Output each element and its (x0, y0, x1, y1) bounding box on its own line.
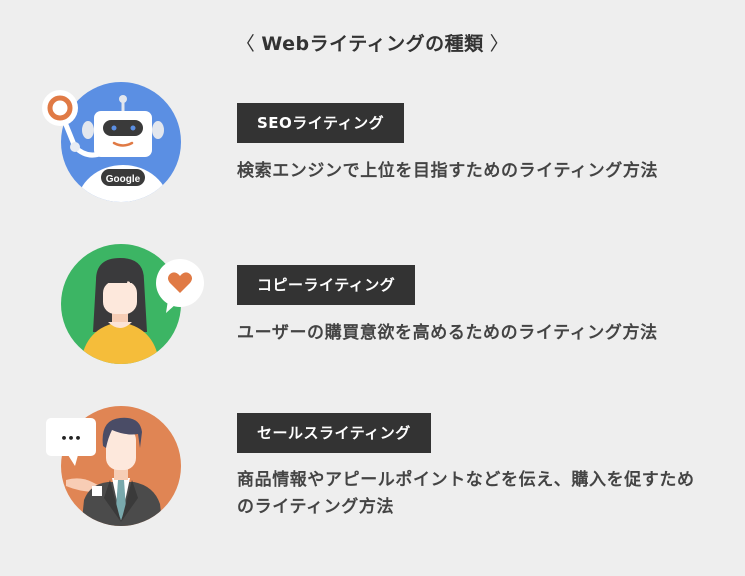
seo-writing-badge: SEOライティング (237, 103, 405, 143)
ellipsis-text: ••• (60, 432, 81, 445)
sales-writing-badge: セールスライティング (237, 413, 431, 453)
right-bracket: 〉 (489, 33, 510, 55)
sales-writing-description: 商品情報やアピールポイントなどを伝え、購入を促すためのライティング方法 (237, 470, 695, 517)
google-badge-text: Google (106, 174, 141, 185)
woman-heart-bubble-icon (55, 240, 210, 370)
title-text: Webライティングの種類 (261, 33, 484, 55)
left-bracket: 〈 (235, 33, 256, 55)
copy-writing-description: ユーザーの購買意欲を高めるためのライティング方法 (237, 323, 658, 343)
businessman-speech-bubble-icon: ••• (40, 400, 190, 535)
copy-writing-badge: コピーライティング (237, 265, 416, 305)
seo-writing-description: 検索エンジンで上位を目指すためのライティング方法 (237, 161, 659, 181)
robot-google-icon: Google (40, 80, 190, 210)
page-title: 〈Webライティングの種類〉 (0, 29, 745, 56)
